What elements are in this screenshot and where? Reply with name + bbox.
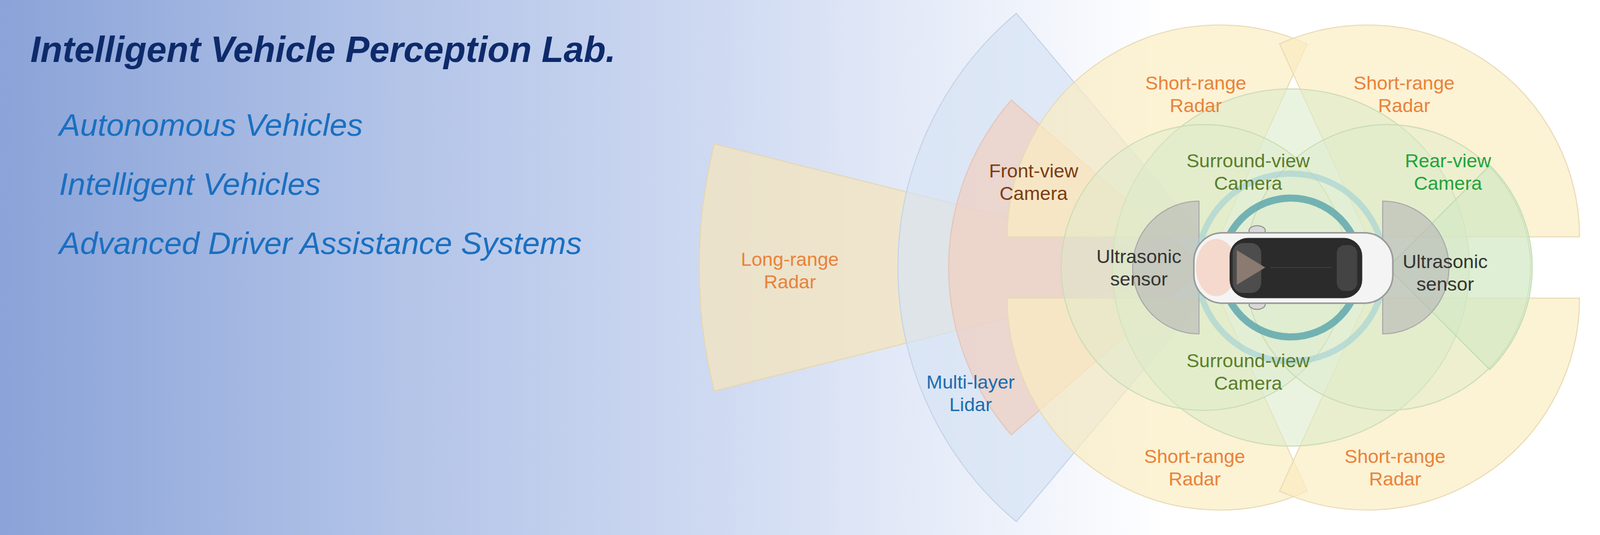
sensor-label: Short-range Radar bbox=[1129, 444, 1260, 490]
sensor-label: Ultrasonic sensor bbox=[1388, 249, 1502, 296]
sensor-label: Surround-view Camera bbox=[1177, 349, 1319, 395]
sensor-ring bbox=[1221, 198, 1361, 338]
ultrasonic-zone bbox=[1132, 200, 1200, 334]
sensor-label: Ultrasonic sensor bbox=[1082, 244, 1196, 290]
sensor-label: Multi-layer Lidar bbox=[914, 370, 1027, 416]
sensor-label: Short-range Radar bbox=[1339, 71, 1469, 117]
sensor-label: Short-range Radar bbox=[1330, 444, 1460, 490]
sensor-label: Rear-view Camera bbox=[1394, 149, 1502, 195]
page-title: Intelligent Vehicle Perception Lab. bbox=[30, 28, 616, 72]
rear-camera-zone bbox=[1387, 165, 1533, 370]
surround-camera-zone bbox=[1061, 124, 1348, 411]
subtitle-text: Autonomous Vehicles bbox=[59, 106, 364, 144]
sensor-label: Surround-view Camera bbox=[1177, 149, 1319, 195]
sensor-label: Front-view Camera bbox=[977, 159, 1090, 205]
subtitle-text: Advanced Driver Assistance Systems bbox=[59, 224, 582, 262]
subtitle-text: Intelligent Vehicles bbox=[59, 165, 321, 203]
sensor-label: Short-range Radar bbox=[1131, 71, 1261, 117]
sensor-label: Long-range Radar bbox=[730, 247, 849, 293]
car bbox=[1194, 225, 1393, 310]
